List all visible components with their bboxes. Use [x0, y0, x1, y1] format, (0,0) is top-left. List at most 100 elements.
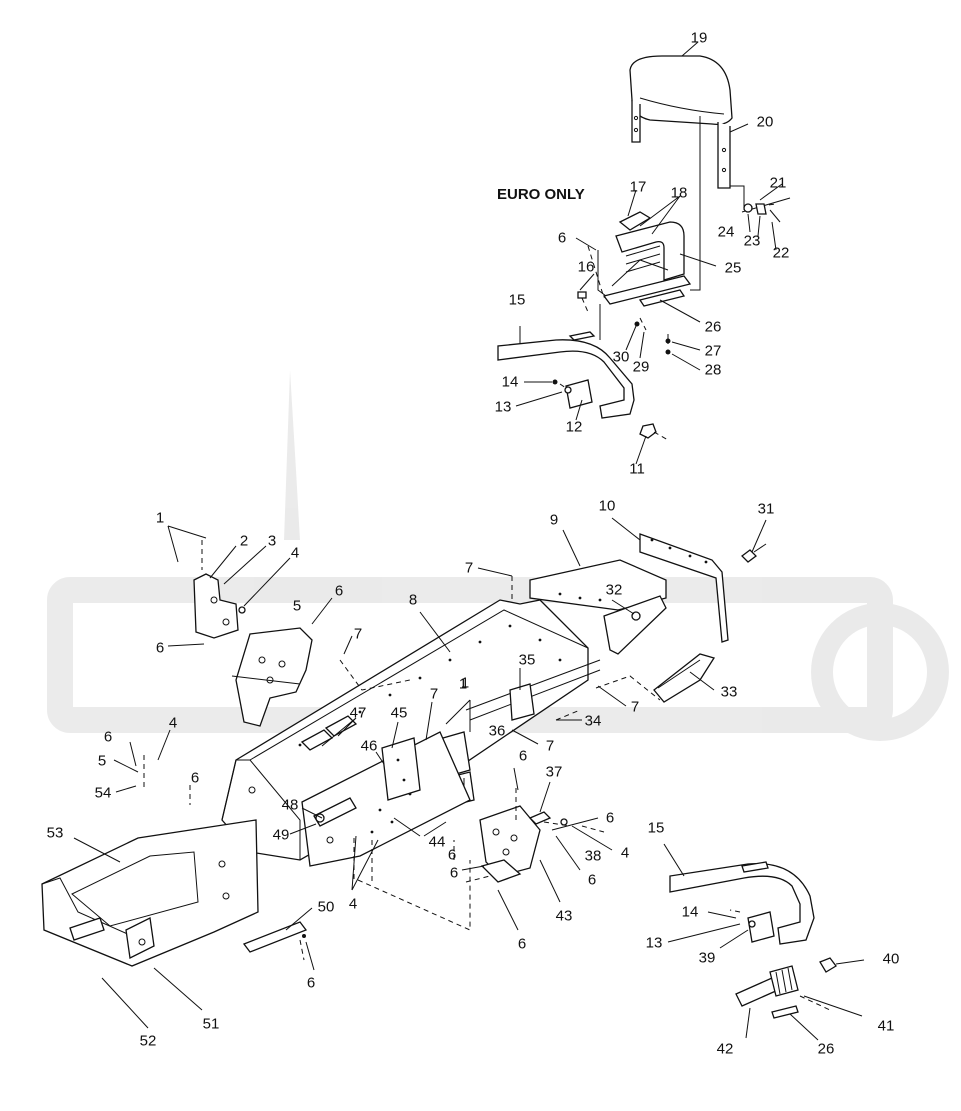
callout-48: 48 [281, 796, 299, 814]
callout-51: 51 [202, 1015, 220, 1033]
callout-36: 36 [488, 722, 506, 740]
callout-24: 24 [717, 223, 735, 241]
callout-41: 41 [877, 1017, 895, 1035]
callout-5: 5 [292, 597, 302, 615]
nut-11 [639, 423, 669, 441]
bracket-2-3 [193, 573, 246, 639]
backrest-bracket [717, 122, 745, 210]
callout-17: 17 [629, 178, 647, 196]
callout-35: 35 [518, 651, 536, 669]
callout-6: 6 [587, 871, 597, 889]
callout-6: 6 [155, 639, 165, 657]
callout-14: 14 [501, 373, 519, 391]
callout-13: 13 [645, 934, 663, 952]
skid-plate-left [231, 627, 313, 727]
callout-4: 4 [348, 895, 358, 913]
callout-15: 15 [647, 819, 665, 837]
callout-7: 7 [464, 559, 474, 577]
callout-46: 46 [360, 737, 378, 755]
callout-28: 28 [704, 361, 722, 379]
plate-35 [509, 683, 535, 721]
lower-frame-section [301, 731, 471, 867]
callout-12: 12 [565, 418, 583, 436]
callout-7: 7 [630, 698, 640, 716]
callout-22: 22 [772, 244, 790, 262]
callout-14: 14 [681, 903, 699, 921]
bracket-50 [242, 921, 308, 953]
callout-6: 6 [449, 864, 459, 882]
callout-9: 9 [549, 511, 559, 529]
callout-45: 45 [390, 704, 408, 722]
callout-49: 49 [272, 826, 290, 844]
callout-31: 31 [757, 500, 775, 518]
callout-42: 42 [716, 1040, 734, 1058]
callout-11: 11 [629, 460, 645, 478]
callout-34: 34 [584, 712, 602, 730]
callout-20: 20 [756, 113, 774, 131]
callout-25: 25 [724, 259, 742, 277]
callout-6: 6 [605, 809, 615, 827]
callout-39: 39 [698, 949, 716, 967]
callout-19: 19 [690, 29, 708, 47]
callout-7: 7 [545, 737, 555, 755]
callout-6: 6 [517, 935, 527, 953]
callout-33: 33 [720, 683, 738, 701]
callout-1: 1 [155, 509, 165, 527]
plate-45-46 [381, 737, 421, 801]
rear-rack-hardware [634, 317, 671, 355]
callout-52: 52 [139, 1032, 157, 1050]
callout-40: 40 [882, 950, 900, 968]
callout-54: 54 [94, 784, 112, 802]
callout-23: 23 [743, 232, 761, 250]
front-bracket-43 [479, 805, 541, 883]
rack-euro [577, 211, 692, 313]
callout-2: 2 [239, 532, 249, 550]
hardware-21-24 [741, 197, 791, 223]
footrest-33 [653, 653, 716, 703]
callout-27: 27 [704, 342, 722, 360]
front-bumper-15 [669, 861, 815, 945]
rear-light-31 [741, 543, 767, 563]
callout-44: 44 [428, 833, 446, 851]
callout-53: 53 [46, 824, 64, 842]
callout-16: 16 [577, 258, 595, 276]
nut-40 [819, 957, 837, 973]
callout-38: 38 [584, 847, 602, 865]
callout-1: 1 [460, 674, 470, 692]
callout-7: 7 [429, 685, 439, 703]
callout-4: 4 [168, 714, 178, 732]
callout-47: 47 [349, 704, 367, 722]
hitch-41-42 [735, 965, 799, 1019]
main-frame [221, 599, 589, 861]
tail-bracket-10 [639, 533, 729, 643]
callout-26: 26 [817, 1040, 835, 1058]
callout-5: 5 [97, 752, 107, 770]
callout-37: 37 [545, 763, 563, 781]
callout-6: 6 [447, 846, 457, 864]
callout-7: 7 [353, 625, 363, 643]
callout-6: 6 [518, 747, 528, 765]
callout-32: 32 [605, 581, 623, 599]
callout-4: 4 [620, 844, 630, 862]
callout-4: 4 [290, 544, 300, 562]
callout-29: 29 [632, 358, 650, 376]
front-carrier-53 [41, 819, 259, 967]
callout-6: 6 [306, 974, 316, 992]
fender-32 [603, 595, 667, 655]
callout-6: 6 [334, 582, 344, 600]
bracket-37-38 [528, 811, 568, 826]
callout-10: 10 [598, 497, 616, 515]
callout-21: 21 [769, 174, 787, 192]
callout-1: 1 [458, 675, 468, 693]
callout-13: 13 [494, 398, 512, 416]
callout-6: 6 [557, 229, 567, 247]
euro-only-note: EURO ONLY [497, 186, 585, 203]
callout-6: 6 [190, 769, 200, 787]
leader-lines [73, 41, 865, 1041]
callout-50: 50 [317, 898, 335, 916]
rear-plate-9 [529, 559, 667, 611]
callout-43: 43 [555, 907, 573, 925]
callout-26: 26 [704, 318, 722, 336]
frame-bar-34 [465, 659, 601, 721]
